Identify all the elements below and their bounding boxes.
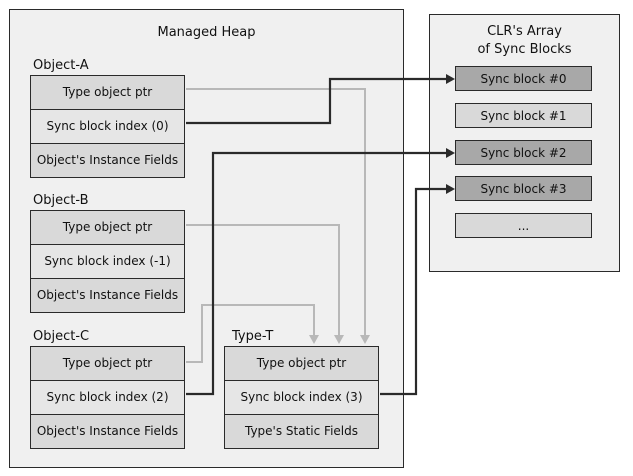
object-b-label: Object-B: [33, 193, 89, 208]
type-t: Type object ptr Sync block index (3) Typ…: [224, 346, 379, 449]
object-a-sync-index: Sync block index (0): [31, 110, 184, 144]
type-t-type-ptr: Type object ptr: [225, 347, 378, 381]
object-a-type-ptr: Type object ptr: [31, 76, 184, 110]
object-b-type-ptr: Type object ptr: [31, 211, 184, 245]
sync-block-ellipsis: ...: [455, 213, 592, 238]
type-t-static-fields: Type's Static Fields: [225, 415, 378, 448]
object-c-instance-fields: Object's Instance Fields: [31, 415, 184, 448]
object-b-sync-index: Sync block index (-1): [31, 245, 184, 279]
sync-block-1: Sync block #1: [455, 103, 592, 128]
object-a: Type object ptr Sync block index (0) Obj…: [30, 75, 185, 178]
type-t-label: Type-T: [232, 329, 274, 344]
sync-block-array-title-line1: CLR's Array: [487, 24, 562, 39]
managed-heap-title: Managed Heap: [157, 25, 256, 40]
object-b: Type object ptr Sync block index (-1) Ob…: [30, 210, 185, 313]
object-a-instance-fields: Object's Instance Fields: [31, 144, 184, 177]
object-c-sync-index: Sync block index (2): [31, 381, 184, 415]
object-a-label: Object-A: [33, 58, 89, 73]
sync-block-2: Sync block #2: [455, 140, 592, 165]
object-b-instance-fields: Object's Instance Fields: [31, 279, 184, 312]
object-c-type-ptr: Type object ptr: [31, 347, 184, 381]
sync-block-0: Sync block #0: [455, 66, 592, 91]
type-t-sync-index: Sync block index (3): [225, 381, 378, 415]
object-c-label: Object-C: [33, 329, 90, 344]
object-c: Type object ptr Sync block index (2) Obj…: [30, 346, 185, 449]
sync-block-3: Sync block #3: [455, 176, 592, 201]
sync-block-array-title-line2: of Sync Blocks: [477, 42, 572, 57]
